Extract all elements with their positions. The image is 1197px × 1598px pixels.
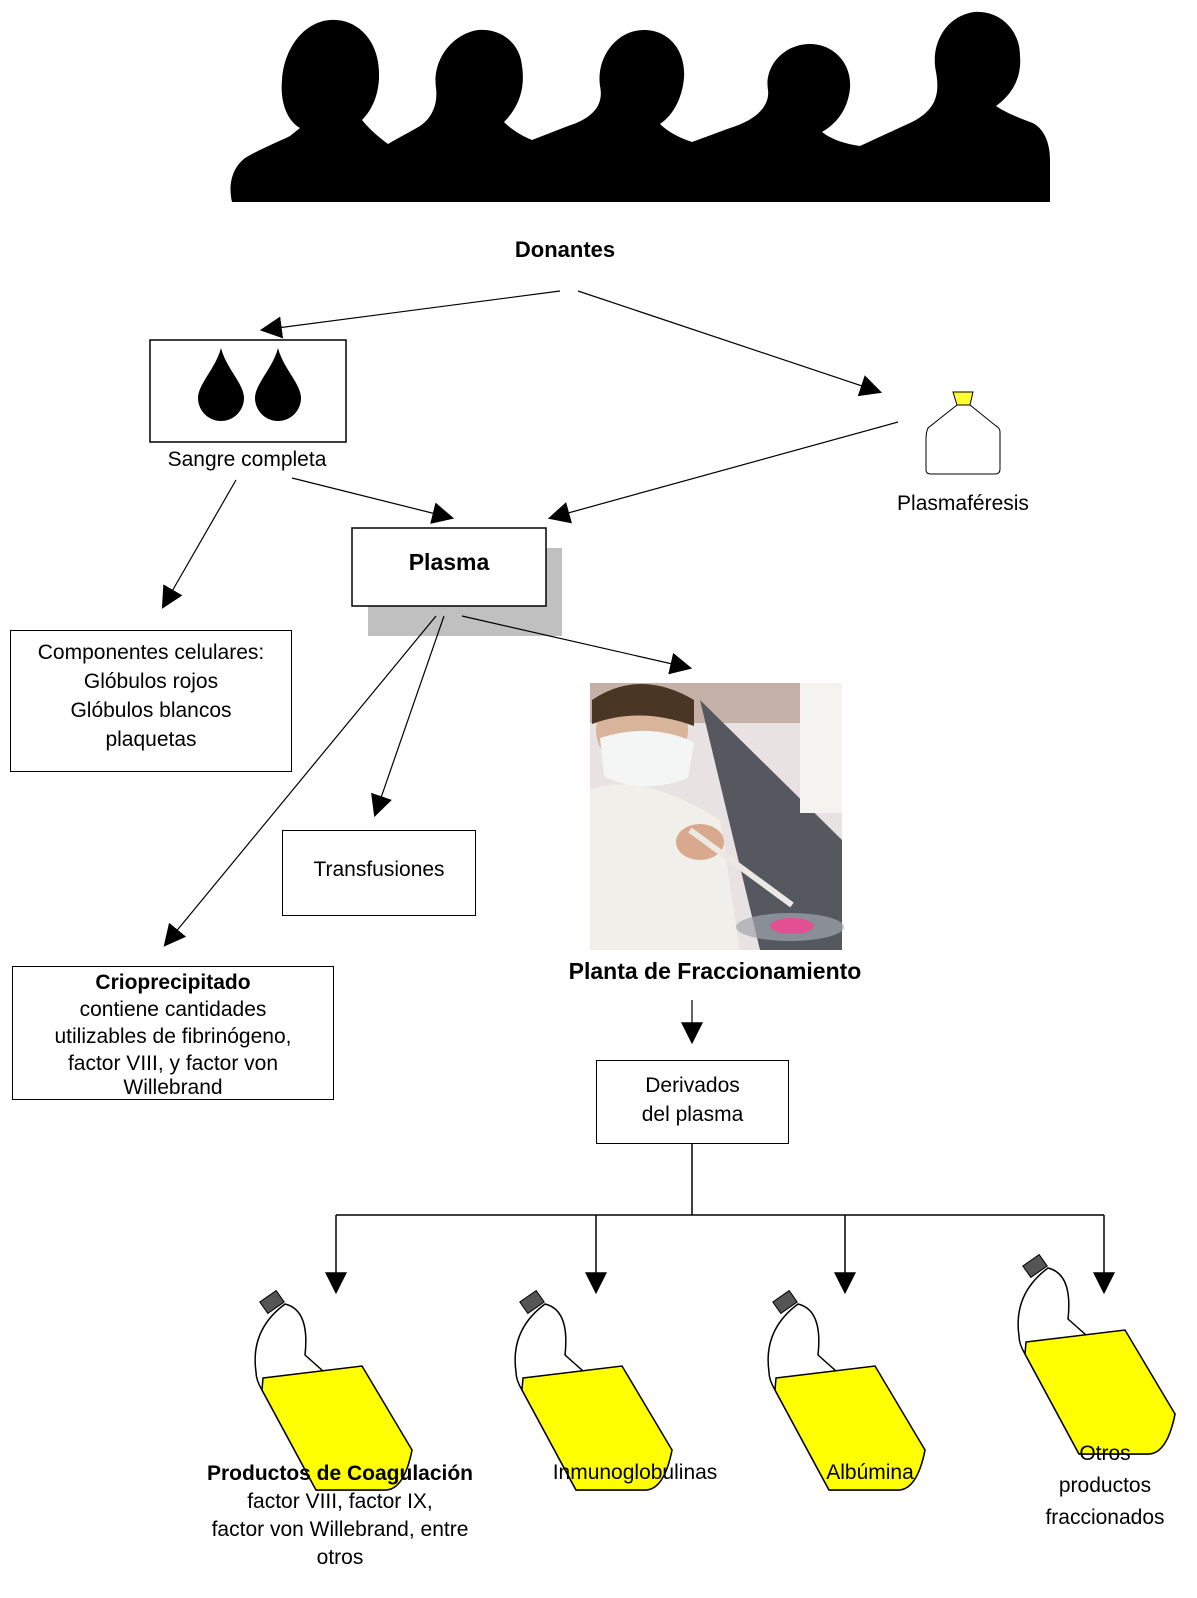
cryo-line: factor VIII, y factor von bbox=[67, 1052, 279, 1075]
cryo-title: Crioprecipitado bbox=[95, 971, 251, 994]
plasmapheresis-bottle-icon bbox=[925, 391, 1001, 475]
product-title: Productos de Coagulación bbox=[206, 1462, 474, 1485]
product-line: otros bbox=[316, 1546, 364, 1569]
derivatives-line: del plasma bbox=[641, 1103, 744, 1126]
plasma-derivatives-box: Derivados del plasma bbox=[596, 1060, 789, 1144]
arrow-whole-blood-to-cellular bbox=[161, 479, 237, 609]
donors-silhouette-image bbox=[230, 11, 1051, 203]
arrow-whole-blood-to-plasma bbox=[291, 477, 455, 524]
cryo-line: Willebrand bbox=[123, 1076, 223, 1099]
product-label-albumin: Albúmina bbox=[826, 1461, 914, 1484]
products-connector bbox=[325, 1144, 1115, 1295]
plasma-box bbox=[351, 527, 547, 607]
cellular-item: Glóbulos rojos bbox=[83, 670, 219, 693]
cryo-line: contiene cantidades bbox=[79, 998, 267, 1021]
product-line: productos bbox=[1058, 1474, 1152, 1497]
product-label-other: Otros productos fraccionados bbox=[1015, 1438, 1195, 1534]
arrow-donors-to-plasmapheresis bbox=[577, 290, 883, 397]
donors-label: Donantes bbox=[514, 237, 616, 262]
product-line: factor VIII, factor IX, bbox=[247, 1490, 433, 1513]
arrow-plasma-to-cryo bbox=[163, 615, 437, 947]
cellular-components-box: Componentes celulares: Glóbulos rojos Gl… bbox=[10, 630, 292, 772]
plasmapheresis-label: Plasmaféresis bbox=[897, 492, 1029, 515]
arrow-plasma-to-transfusions bbox=[371, 615, 445, 818]
blood-drop-icon bbox=[198, 348, 301, 421]
product-bottle-icon-4 bbox=[1017, 1253, 1176, 1455]
arrow-plasmapheresis-to-plasma bbox=[547, 421, 899, 524]
product-bottle-icon-1 bbox=[254, 1289, 413, 1491]
whole-blood-box bbox=[149, 339, 347, 443]
arrow-plasma-to-plant bbox=[461, 615, 693, 675]
fractionation-plant-label: Planta de Fraccionamiento bbox=[568, 958, 862, 984]
cellular-item: plaquetas bbox=[105, 728, 197, 751]
cryo-line: utilizables de fibrinógeno, bbox=[54, 1025, 292, 1048]
cellular-title: Componentes celulares: bbox=[37, 641, 265, 664]
arrow-donors-to-whole-blood bbox=[259, 290, 561, 339]
product-label-coagulation: Productos de Coagulación factor VIII, fa… bbox=[180, 1460, 500, 1572]
transfusions-box: Transfusiones bbox=[282, 830, 476, 916]
product-bottle-icon-3 bbox=[767, 1289, 926, 1491]
product-bottle-icon-2 bbox=[514, 1289, 673, 1491]
cryoprecipitate-box: Crioprecipitado contiene cantidades util… bbox=[12, 966, 334, 1100]
cellular-item: Glóbulos blancos bbox=[70, 699, 232, 722]
fractionation-lab-photo bbox=[590, 683, 844, 950]
derivatives-line: Derivados bbox=[645, 1074, 740, 1097]
transfusions-label: Transfusiones bbox=[313, 858, 445, 881]
flow-arrows bbox=[161, 290, 899, 1045]
product-line: factor von Willebrand, entre bbox=[211, 1518, 469, 1541]
product-line: Otros bbox=[1079, 1442, 1131, 1465]
product-line: fraccionados bbox=[1045, 1506, 1165, 1529]
whole-blood-label: Sangre completa bbox=[167, 448, 327, 471]
plasma-label: Plasma bbox=[408, 549, 490, 575]
product-label-immunoglobulins: Inmunoglobulinas bbox=[552, 1461, 718, 1484]
